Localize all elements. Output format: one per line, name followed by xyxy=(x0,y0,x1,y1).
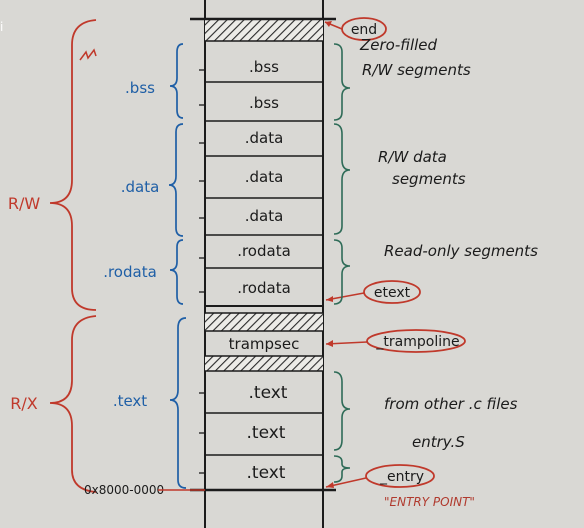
column-ticks xyxy=(199,69,205,474)
guard-trampsec-bottom xyxy=(205,356,323,371)
note-zero-filled-2: R/W segments xyxy=(362,61,471,79)
segment-rodata-1: .rodata xyxy=(237,242,291,260)
scribble-mark xyxy=(79,48,97,61)
note-zero-filled-1: Zero-filled xyxy=(359,36,438,54)
svg-text:_entry: _entry xyxy=(379,469,424,485)
segment-text-1: .text xyxy=(249,383,288,403)
tag-etext: etext xyxy=(325,280,421,304)
note-rw-data-2: segments xyxy=(392,170,466,188)
segment-data-2: .data xyxy=(245,168,284,186)
note-read-only: Read-only segments xyxy=(384,242,538,260)
segment-bss-2: .bss xyxy=(249,94,279,112)
brace-label-bss: .bss xyxy=(125,79,155,97)
base-address: 0x8000-0000 xyxy=(84,483,164,497)
svg-text:end: end xyxy=(351,22,377,38)
segment-data-1: .data xyxy=(245,129,284,147)
segment-trampsec: trampsec xyxy=(229,335,300,353)
brace-label-text: .text xyxy=(113,392,147,410)
blue-braces xyxy=(168,43,187,489)
permission-rx: R/X xyxy=(10,394,38,413)
brace-label-rodata: .rodata xyxy=(103,263,157,281)
segment-bss-1: .bss xyxy=(249,58,279,76)
guard-top xyxy=(205,19,323,41)
corner-glyph: i xyxy=(0,20,4,34)
permission-rw: R/W xyxy=(8,194,41,213)
tag-entry: _entry xyxy=(325,464,435,488)
svg-text:_trampoline: _trampoline xyxy=(375,334,459,350)
segment-rodata-2: .rodata xyxy=(237,279,291,297)
tag-end: end xyxy=(324,17,387,41)
green-braces xyxy=(333,43,351,483)
note-other-c-files: from other .c files xyxy=(384,395,518,413)
note-entry-point: "ENTRY POINT" xyxy=(384,495,475,509)
tag-trampoline: _trampoline xyxy=(325,329,466,353)
note-entry-s: entry.S xyxy=(412,433,465,451)
segment-dividers xyxy=(190,17,336,492)
svg-text:etext: etext xyxy=(374,285,411,301)
guard-trampsec-top xyxy=(205,313,323,331)
segment-text-3: .text xyxy=(247,463,286,483)
segment-data-3: .data xyxy=(245,207,284,225)
brace-label-data: .data xyxy=(121,178,160,196)
note-rw-data-1: R/W data xyxy=(378,148,447,166)
segment-text-2: .text xyxy=(247,423,286,443)
red-braces xyxy=(49,19,97,493)
